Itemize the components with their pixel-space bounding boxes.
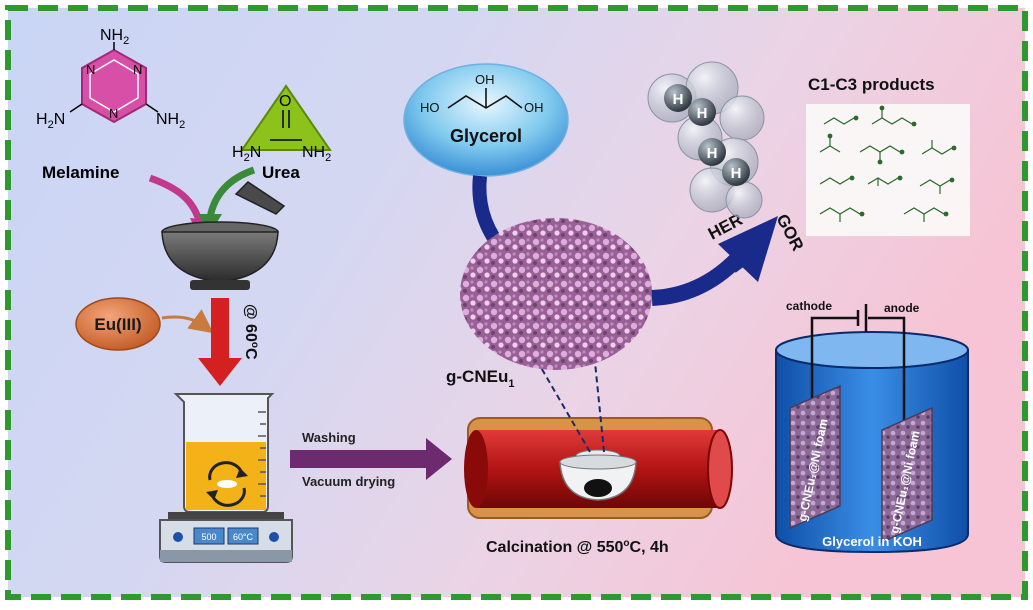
- melamine-label: Melamine: [42, 163, 119, 182]
- transfer-arrow-head: [426, 438, 452, 480]
- europium-arrow: [161, 309, 214, 334]
- calcination-label: Calcination @ 550oC, 4h: [486, 538, 669, 556]
- hydrogen-molecule-1: [664, 84, 716, 126]
- urea-structure: O H2N NH2: [232, 84, 332, 164]
- products-arrowhead: [718, 216, 778, 282]
- mixing-arrow-shaft: [211, 298, 229, 360]
- washing-label: Washing: [302, 430, 356, 445]
- urea-label: Urea: [262, 163, 300, 182]
- europium-label: Eu(III): [94, 315, 141, 334]
- hydrogen-atom-3: H: [707, 145, 718, 162]
- product-structures: [819, 110, 953, 222]
- electrolyte-label: Glycerol in KOH: [822, 534, 922, 549]
- circuit-wires: [810, 304, 906, 420]
- urea-to-mortar-arrow: [206, 166, 256, 219]
- melamine-ring-n-bottom: N: [109, 106, 118, 121]
- catalyst-label: g-CNEu1: [446, 367, 514, 390]
- cathode-label: cathode: [786, 299, 832, 313]
- product-hydroxyl-marks: [827, 105, 957, 217]
- melamine-ring-n-top: N: [133, 62, 142, 77]
- melamine-ring-n-left: N: [86, 62, 95, 77]
- glycerol-label: Glycerol: [450, 126, 522, 146]
- crucible-to-sem-link-b: [593, 351, 605, 453]
- tube-furnace-icon: [464, 417, 733, 519]
- glycerol-oh-right: OH: [524, 100, 544, 115]
- anode-electrode: [881, 406, 933, 544]
- europium-blob: [75, 297, 161, 351]
- products-title: C1-C3 products: [808, 75, 935, 94]
- anode-label: anode: [884, 301, 920, 315]
- products-panel: [806, 104, 970, 236]
- melamine-structure: N N N NH2 H2N NH2: [36, 27, 185, 131]
- glycerol-ho-left: HO: [420, 100, 440, 115]
- glycerol-oh-top: OH: [475, 72, 495, 87]
- glycerol-bubble: [403, 63, 569, 177]
- glycerol-structure: [447, 88, 523, 109]
- melamine-nh2-left: H2N: [36, 111, 65, 131]
- urea-nh2: NH2: [302, 144, 331, 164]
- melamine-nh2-right: NH2: [156, 111, 185, 131]
- mortar-pestle-icon: [161, 181, 286, 290]
- urea-h2n: H2N: [232, 144, 261, 164]
- beaker-icon: [173, 393, 275, 513]
- hotplate-display-left: 500: [201, 532, 216, 542]
- hotplate-icon: [159, 512, 293, 563]
- dashed-frame: [5, 5, 1028, 600]
- melamine-to-mortar-arrow: [148, 174, 204, 225]
- catalyst-to-products-arrow: [651, 247, 749, 306]
- mixing-arrow-head: [198, 358, 242, 386]
- cathode-electrode: [789, 384, 841, 530]
- hotplate-display-right: 60°C: [233, 532, 254, 542]
- vacuum-drying-label: Vacuum drying: [302, 474, 395, 489]
- hydrogen-atom-1: H: [673, 91, 684, 108]
- urea-oxygen: O: [279, 93, 291, 110]
- mixing-temperature: @ 60oC: [242, 304, 260, 360]
- transfer-arrow-shaft: [290, 450, 426, 468]
- catalyst-sem-image: [460, 218, 652, 370]
- catalyst-sem-overlay: [460, 218, 652, 370]
- hydrogen-atom-4: H: [731, 165, 742, 182]
- hydrogen-atom-2: H: [697, 105, 708, 122]
- melamine-nh2-top: NH2: [100, 27, 129, 47]
- hydrogen-molecule-2: [698, 138, 750, 186]
